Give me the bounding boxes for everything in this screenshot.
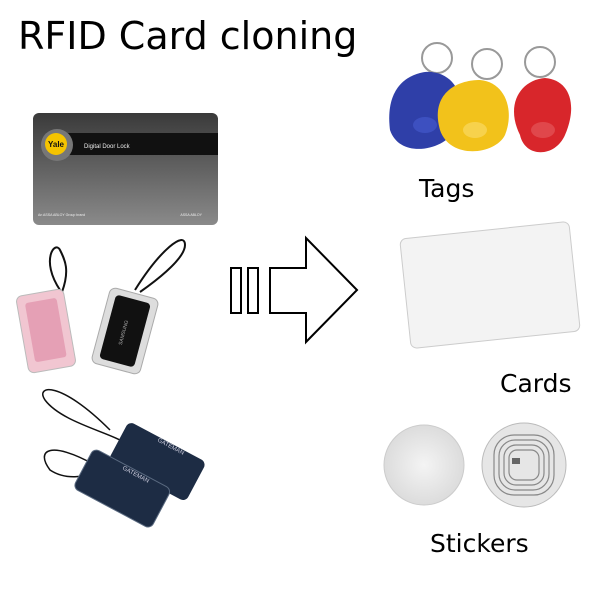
page-title: RFID Card cloning [18, 14, 358, 58]
yale-logo-icon [45, 133, 67, 155]
cards-label: Cards [500, 369, 572, 398]
pink-fob [16, 246, 76, 374]
black-fob: SAMSUNG [91, 239, 187, 375]
key-tags [389, 42, 572, 153]
yale-footer-left: An ASSA ABLOY Group brand [38, 213, 85, 217]
blank-card [399, 221, 581, 349]
yale-product-text: Digital Door Lock [84, 144, 131, 150]
gateman-tags: GATEMAN GATEMAN [42, 389, 205, 528]
right-arrow-icon [230, 235, 359, 345]
stickers [383, 422, 567, 508]
yale-logo-text: Yale [48, 140, 65, 149]
yale-card: Yale Digital Door Lock An ASSA ABLOY Gro… [33, 113, 218, 225]
antenna-coil-icon [493, 434, 555, 496]
stickers-label: Stickers [430, 529, 529, 558]
yale-footer-right: ASSA ABLOY [180, 213, 202, 217]
tags-label: Tags [419, 174, 475, 203]
